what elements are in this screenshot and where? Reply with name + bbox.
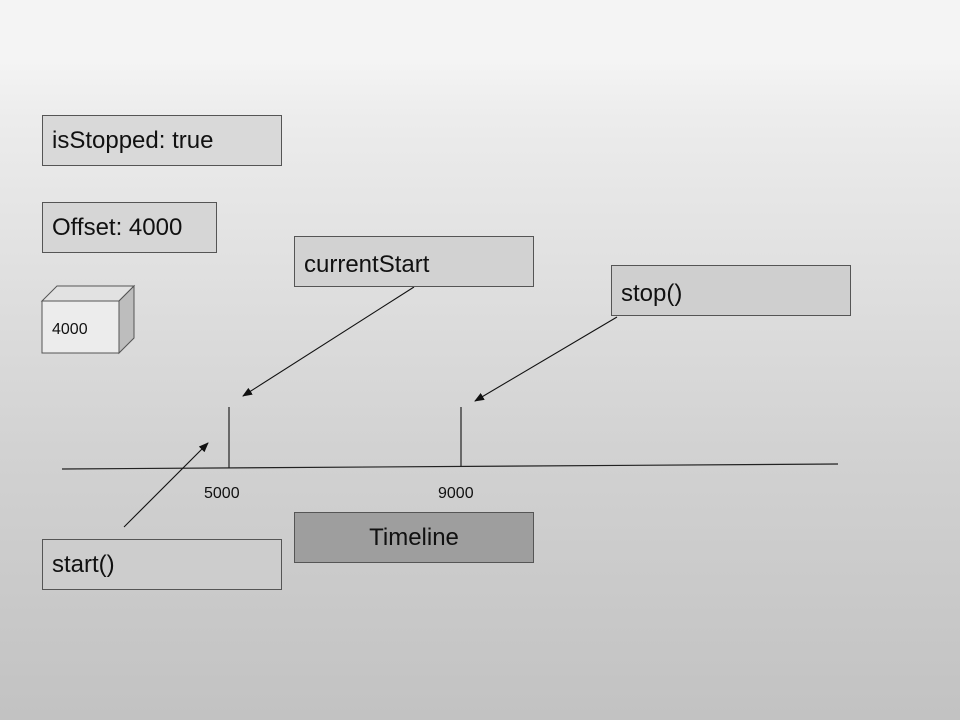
current-start-label: currentStart xyxy=(304,251,430,278)
cube-value: 4000 xyxy=(52,321,88,338)
is-stopped-label: isStopped: true xyxy=(52,126,214,154)
stop-callout: stop() xyxy=(611,265,851,316)
timeline-caption: Timeline xyxy=(369,523,459,551)
stop-arrow xyxy=(474,316,618,402)
start-arrow xyxy=(123,442,209,528)
tick-label-9000: 9000 xyxy=(438,485,474,502)
is-stopped-box: isStopped: true xyxy=(42,115,282,166)
offset-box: Offset: 4000 xyxy=(42,202,217,253)
start-label: start() xyxy=(52,550,115,578)
start-callout: start() xyxy=(42,539,282,590)
cube-top-face xyxy=(40,285,136,302)
current-start-callout: currentStart xyxy=(294,236,534,287)
stop-label: stop() xyxy=(621,280,683,307)
value-cube: 4000 xyxy=(40,284,136,355)
timeline-axis xyxy=(61,463,839,470)
offset-label: Offset: 4000 xyxy=(52,213,183,241)
tick-label-5000: 5000 xyxy=(204,485,240,502)
timeline-caption-box: Timeline xyxy=(294,512,534,563)
current-start-arrow xyxy=(242,286,415,397)
cube-front-face xyxy=(41,300,120,354)
